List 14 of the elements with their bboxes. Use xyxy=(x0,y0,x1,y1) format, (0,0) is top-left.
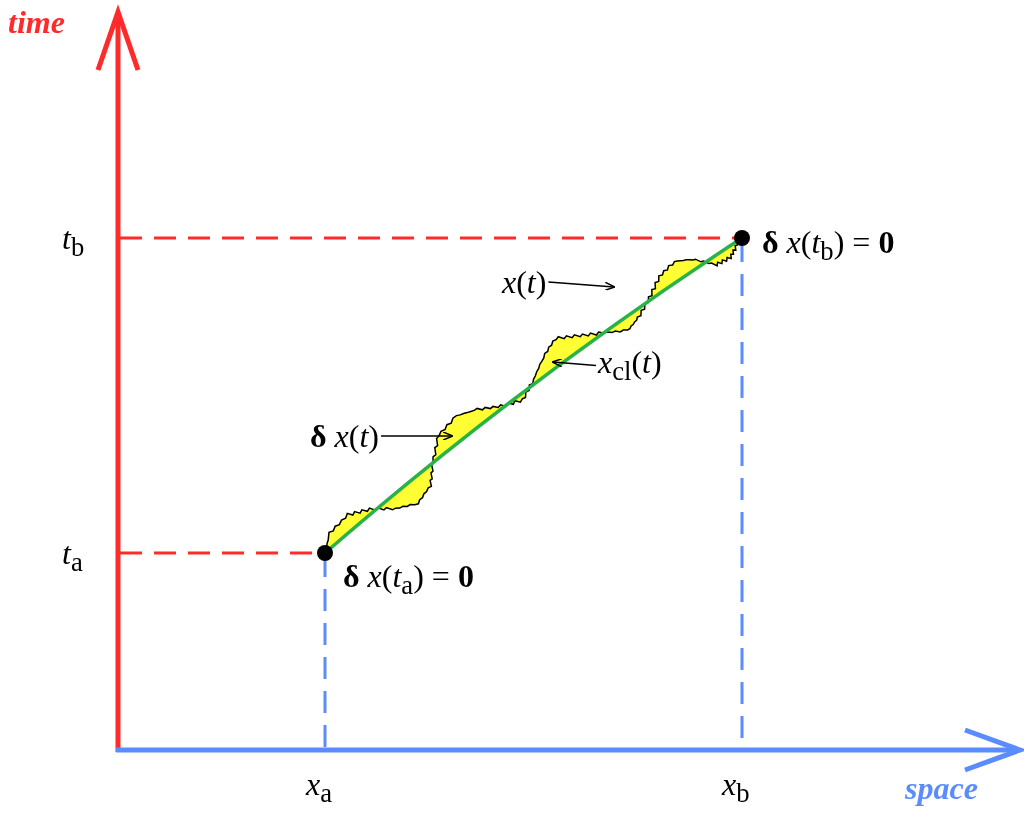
leader-line xyxy=(551,358,597,368)
leader-line xyxy=(380,431,454,441)
tick-label: t$_{b}$ xyxy=(62,222,85,262)
path-label: x$_{cl}$(t) xyxy=(598,346,662,386)
tick-label: t$_{a}$ xyxy=(62,537,83,577)
path-label: δ x(t) xyxy=(310,420,379,452)
tick-label: x$_{b}$ xyxy=(722,768,750,808)
axis-label: space xyxy=(905,772,978,804)
axis-label: time xyxy=(8,6,65,38)
equation-label: δ x(t$_{a}$) = 0 xyxy=(343,560,474,600)
leader-line xyxy=(547,281,616,292)
tick-label: x$_{a}$ xyxy=(306,768,333,808)
path-label: x(t) xyxy=(502,266,547,298)
equation-label: δ x(t$_{b}$) = 0 xyxy=(762,226,895,266)
